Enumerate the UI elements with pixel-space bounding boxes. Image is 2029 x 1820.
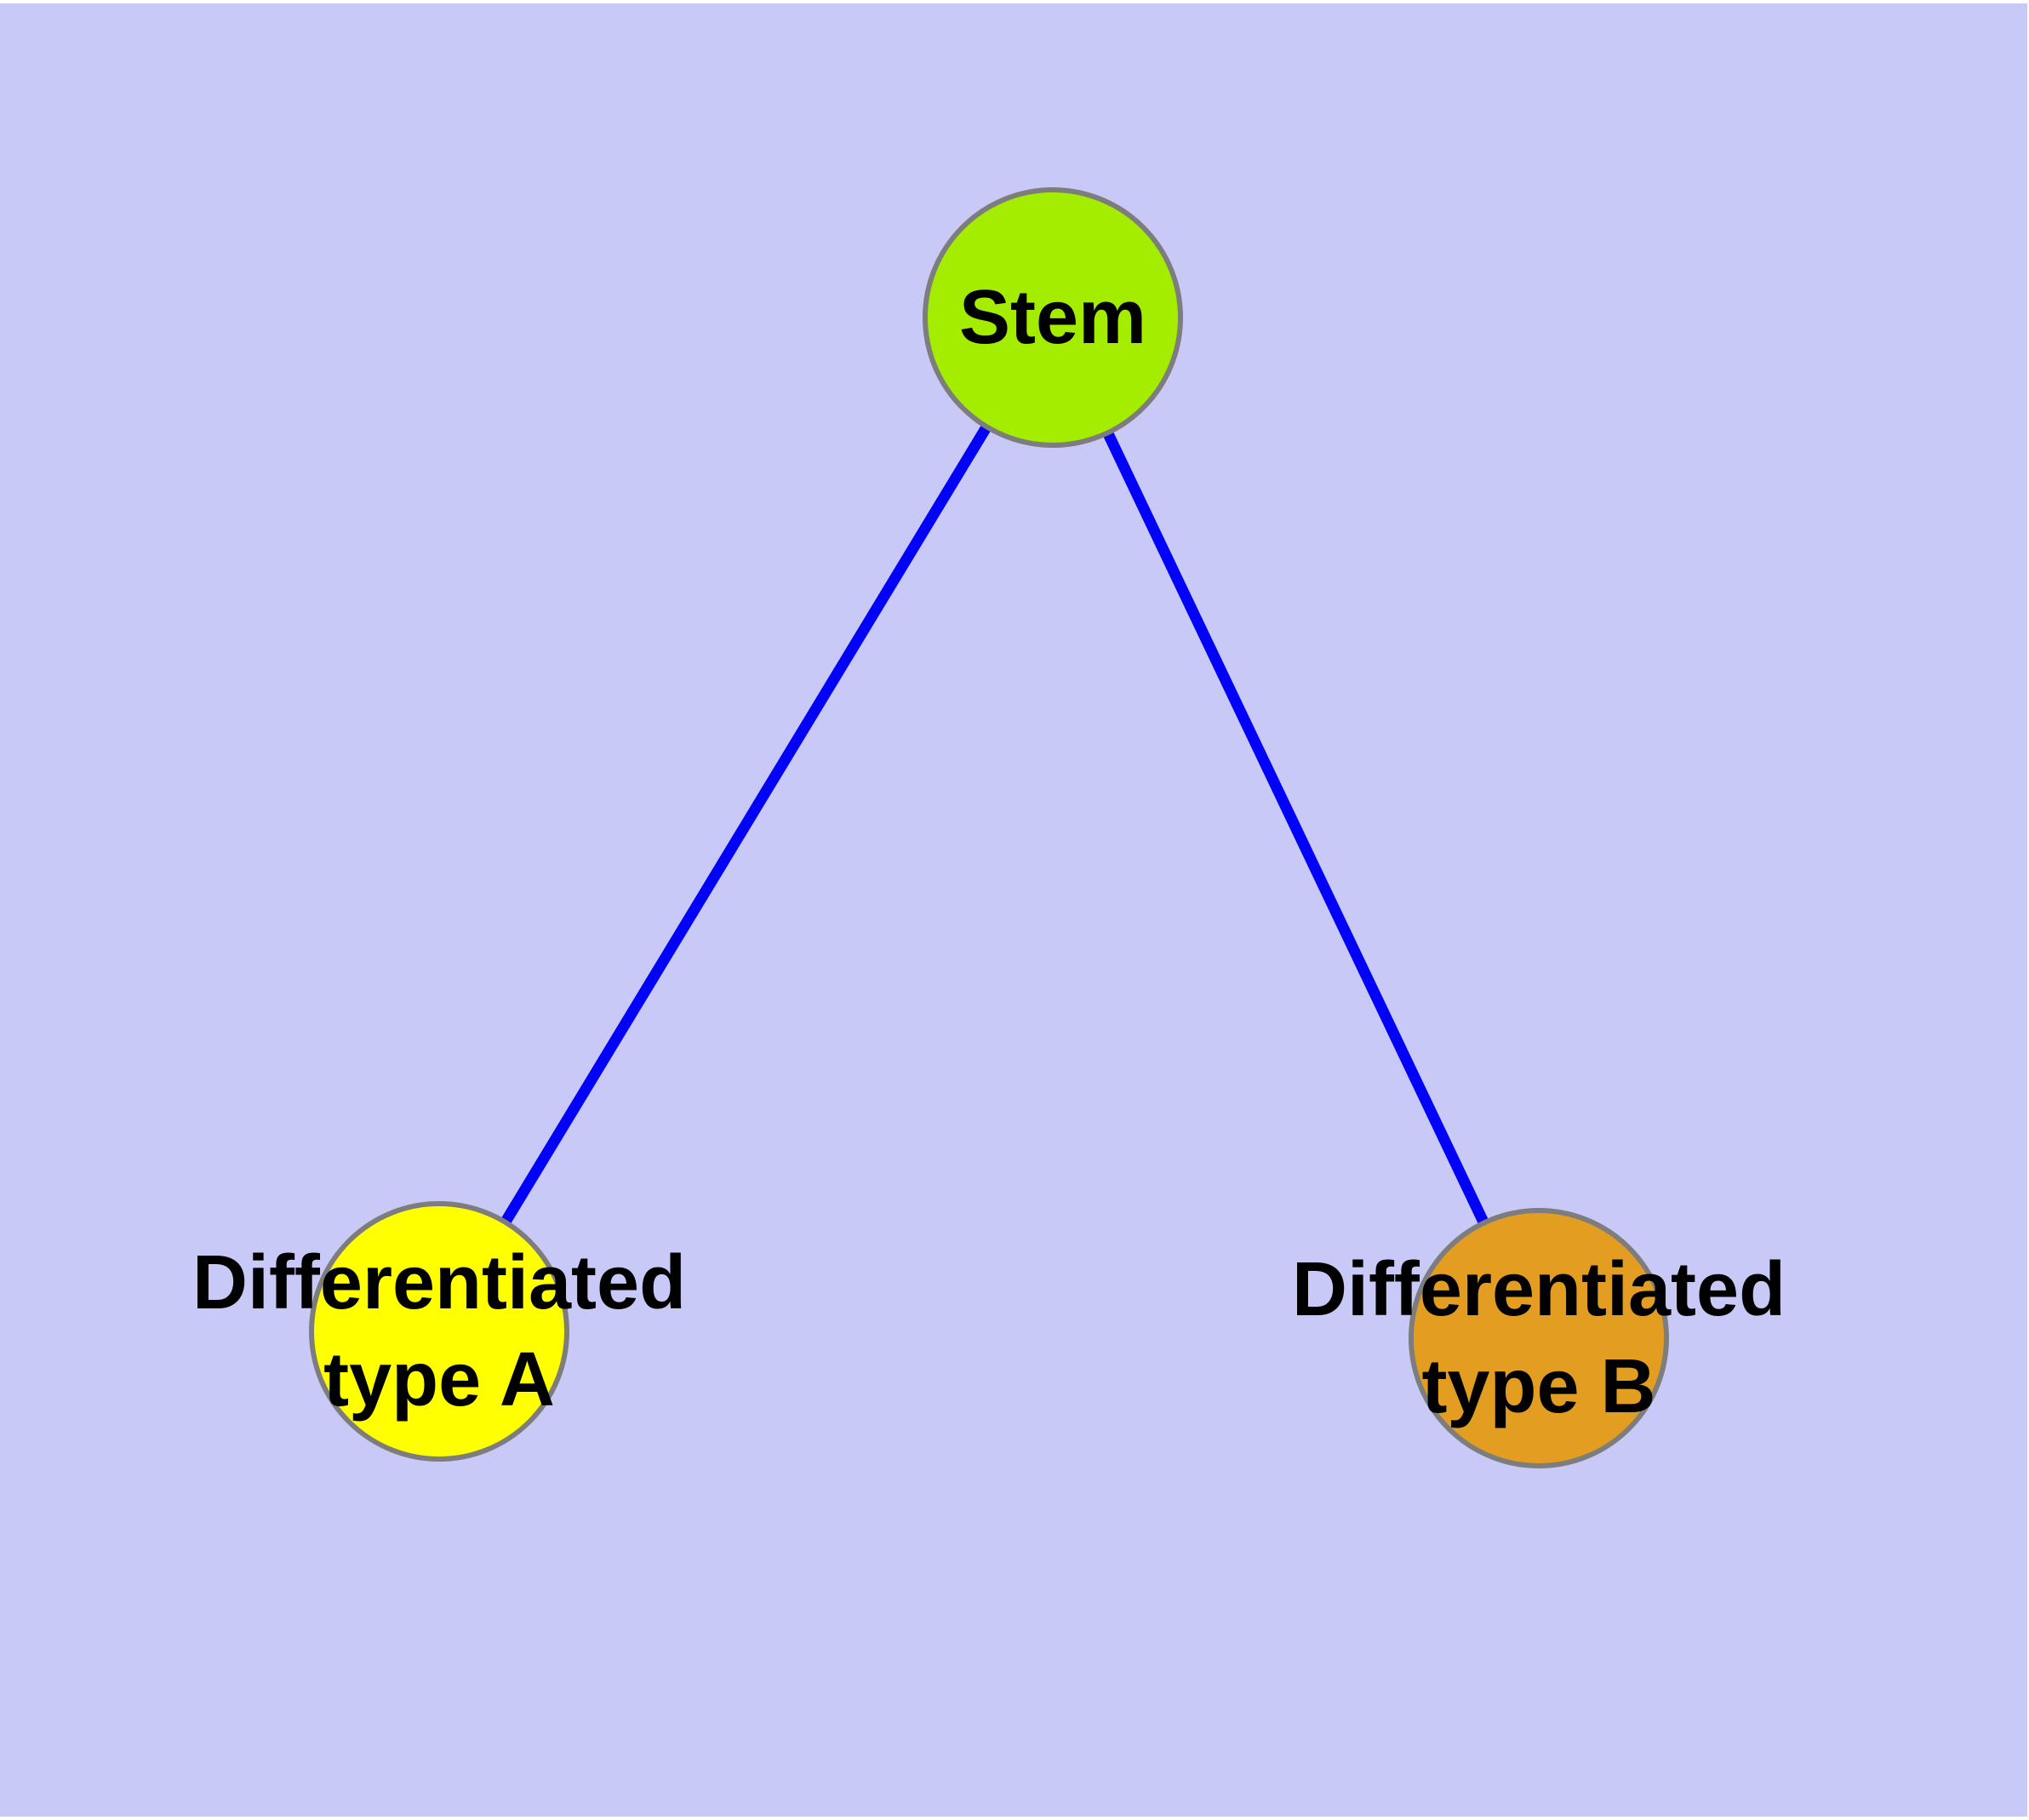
node-type-b-circle <box>1409 1208 1669 1468</box>
edge-stem-to-type-b <box>1048 315 1544 1341</box>
node-stem-label: Stem <box>958 275 1147 360</box>
node-type-a-label-line1: Differentiated <box>191 1240 687 1325</box>
node-type-a-label: Differentiated type A <box>192 1234 686 1428</box>
node-type-b-label-line2: type B <box>1421 1344 1656 1429</box>
node-type-b-label: Differentiated type B <box>1292 1241 1786 1435</box>
node-type-b-label-line1: Differentiated <box>1291 1247 1786 1332</box>
edge-stem-to-type-a <box>434 314 1058 1335</box>
node-type-a-circle <box>309 1201 569 1462</box>
node-stem-circle <box>923 187 1183 448</box>
node-type-a-label-line2: type A <box>323 1337 555 1422</box>
